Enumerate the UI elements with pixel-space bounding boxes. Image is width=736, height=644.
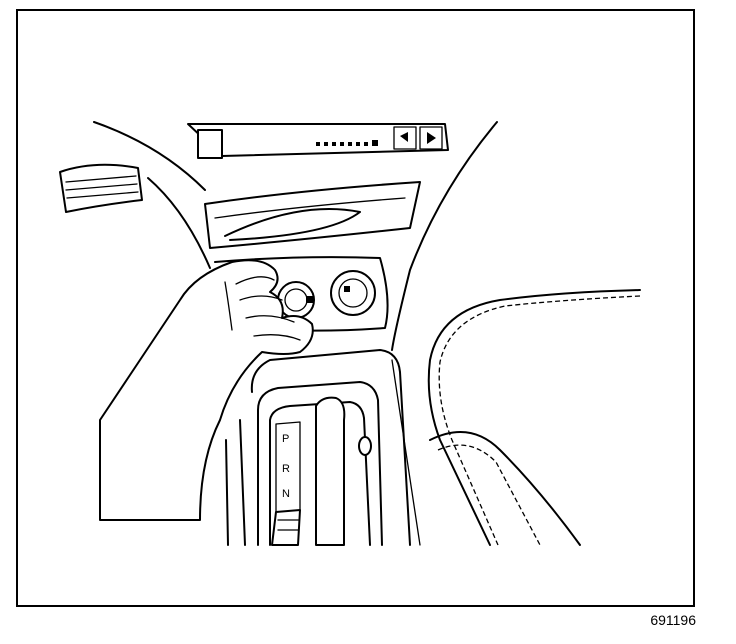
radio-buttons-row	[316, 140, 378, 146]
illustration-border	[16, 9, 695, 607]
radio-panel	[187, 123, 449, 159]
hand	[99, 259, 314, 521]
shifter-console: P R N	[225, 349, 421, 546]
figure-number: 691196	[650, 612, 696, 628]
gear-n: N	[282, 488, 290, 500]
seat	[427, 289, 641, 546]
gear-p: P	[282, 433, 289, 445]
console-left-edge	[147, 177, 211, 269]
gear-r: R	[282, 463, 290, 475]
dashboard-vent	[59, 121, 206, 213]
storage-bin	[204, 181, 421, 249]
console-right-edge	[391, 121, 498, 351]
